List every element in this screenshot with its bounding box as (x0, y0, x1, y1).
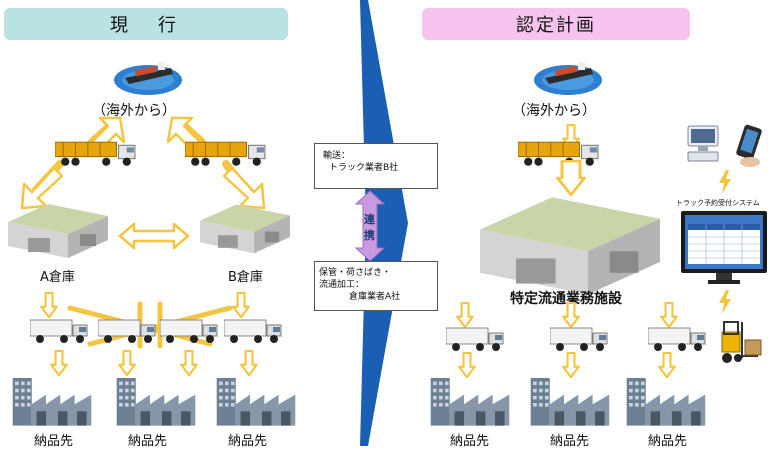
destination-label: 納品先 (34, 434, 74, 449)
down-arrow-icon (658, 352, 676, 378)
factory-icon (114, 378, 198, 428)
storage-company: 倉庫業者A社 (349, 292, 401, 302)
trailer-truck-icon (185, 140, 267, 167)
delivery-truck-icon (160, 318, 220, 344)
down-arrow-icon (458, 352, 476, 378)
down-arrow-icon (180, 350, 198, 376)
delivery-truck-icon (30, 318, 90, 344)
flow-arrows (20, 116, 266, 210)
storage-box: 保管・荷さばき・ 流通加工： 倉庫業者A社 (314, 261, 438, 311)
destination-label: 納品先 (648, 434, 688, 449)
current-overseas-label: （海外から） (92, 103, 176, 119)
facility-icon (480, 190, 660, 298)
delivery-truck-icon (224, 318, 284, 344)
down-arrow-icon (118, 350, 136, 376)
destination-label: 納品先 (228, 434, 268, 449)
delivery-truck-icon (98, 318, 158, 344)
warehouse-b-label: B倉庫 (228, 270, 263, 285)
transport-box: 輸送： トラック業者B社 (314, 143, 438, 189)
trailer-truck-icon (55, 140, 137, 167)
storage-line1: 保管・荷さばき・ (319, 268, 392, 278)
link-char: 携 (364, 229, 375, 242)
plan-header: 認定計画 (422, 8, 690, 40)
down-arrow-icon (660, 302, 678, 328)
down-arrow-icon (240, 350, 258, 376)
delivery-truck-icon (446, 326, 506, 352)
warehouse-a-icon (8, 200, 108, 260)
storage-line2: 流通加工： (319, 280, 365, 290)
delivery-truck-icon (648, 326, 708, 352)
double-arrow-icon (118, 222, 190, 250)
plan-overseas-label: （海外から） (512, 103, 596, 119)
delivery-truck-icon (550, 326, 610, 352)
transport-title: 輸送： (323, 151, 351, 161)
factory-icon (10, 378, 94, 428)
ship-icon (532, 50, 604, 96)
down-arrow-icon (50, 350, 68, 376)
down-arrow-icon (556, 160, 586, 196)
factory-icon (624, 378, 708, 428)
link-char: 連 (364, 213, 375, 226)
ship-icon (112, 50, 184, 96)
link-text: 連 携 (364, 212, 376, 244)
warehouse-a-label: A倉庫 (40, 270, 75, 285)
current-header: 現 行 (4, 8, 288, 40)
factory-icon (528, 378, 612, 428)
down-arrow-icon (562, 352, 580, 378)
forklift-icon (721, 321, 762, 363)
down-arrow-icon (562, 302, 580, 328)
destination-label: 納品先 (128, 434, 168, 449)
computer-icon (687, 125, 719, 162)
destination-label: 納品先 (450, 434, 490, 449)
down-arrow-icon (456, 302, 474, 328)
transport-company: トラック業者B社 (329, 163, 399, 173)
facility-label: 特定流通業務施設 (510, 291, 622, 307)
down-arrow-icon (40, 292, 58, 318)
bolt-icon (718, 290, 732, 314)
system-label: トラック予約受付システム (676, 199, 760, 207)
smartphone-icon (736, 124, 762, 167)
warehouse-b-icon (200, 200, 290, 256)
factory-icon (214, 378, 298, 428)
bolt-icon (718, 170, 732, 194)
monitor-icon (681, 211, 767, 284)
destination-label: 納品先 (550, 434, 590, 449)
factory-icon (428, 378, 512, 428)
center-divider (360, 0, 408, 446)
